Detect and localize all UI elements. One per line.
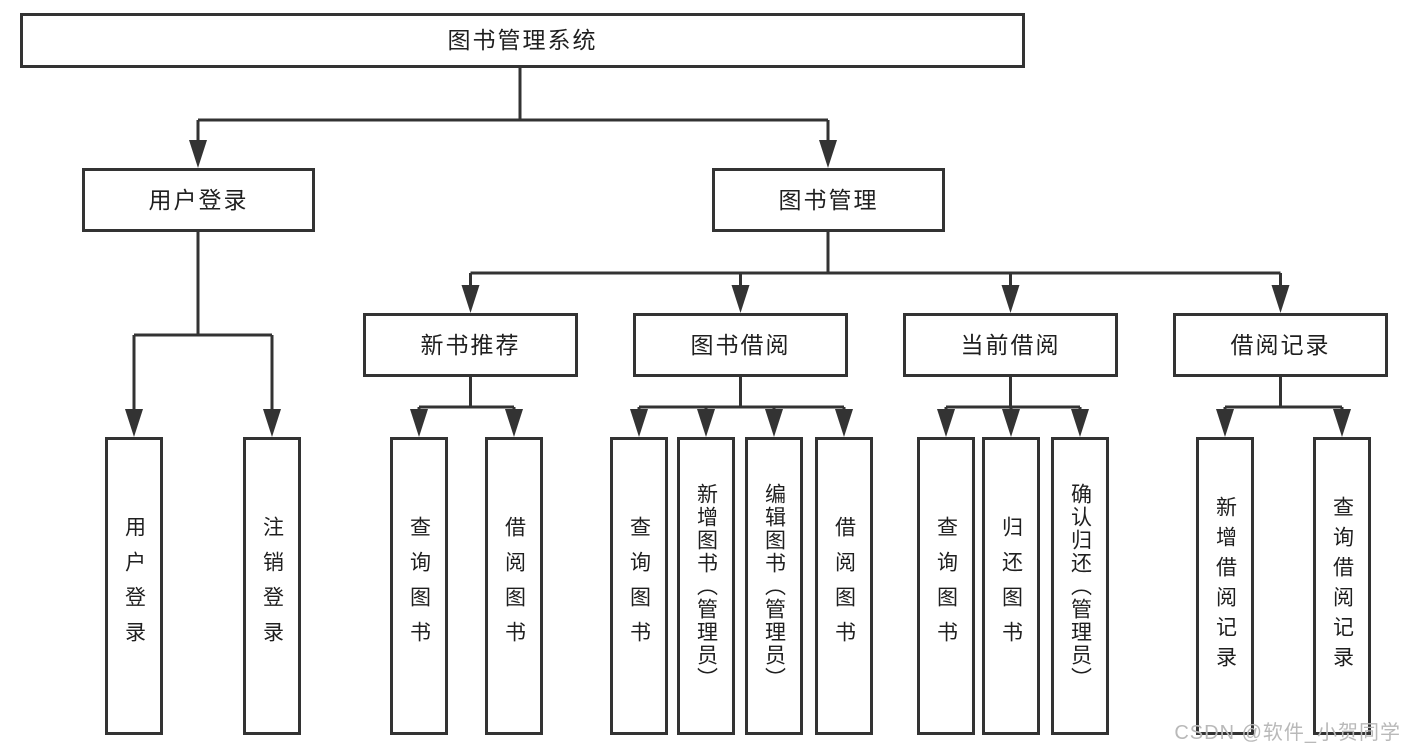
leaf-recommend-borrow-books: 借阅图书 [485,437,543,735]
leaf-user-login: 用户登录 [105,437,163,735]
leaf-return-books: 归还图书 [982,437,1040,735]
leaf-borrowing-query-books: 查询图书 [610,437,668,735]
node-user-login: 用户登录 [82,168,315,232]
leaf-query-borrow-record: 查询借阅记录 [1313,437,1371,735]
leaf-edit-books-admin: 编辑图书（管理员） [745,437,803,735]
leaf-confirm-return-admin: 确认归还（管理员） [1051,437,1109,735]
leaf-borrow-books: 借阅图书 [815,437,873,735]
leaf-add-books-admin: 新增图书（管理员） [677,437,735,735]
node-new-book-recommendation: 新书推荐 [363,313,578,377]
csdn-watermark: CSDN @软件_小贺同学 [1174,722,1401,744]
leaf-logout: 注销登录 [243,437,301,735]
node-borrowing-records: 借阅记录 [1173,313,1388,377]
leaf-add-borrow-record: 新增借阅记录 [1196,437,1254,735]
node-current-borrowing: 当前借阅 [903,313,1118,377]
arrow-down-icons [125,140,1351,437]
node-book-borrowing: 图书借阅 [633,313,848,377]
leaf-current-query-books: 查询图书 [917,437,975,735]
node-library-system: 图书管理系统 [20,13,1025,68]
leaf-recommend-query-books: 查询图书 [390,437,448,735]
node-book-management: 图书管理 [712,168,945,232]
